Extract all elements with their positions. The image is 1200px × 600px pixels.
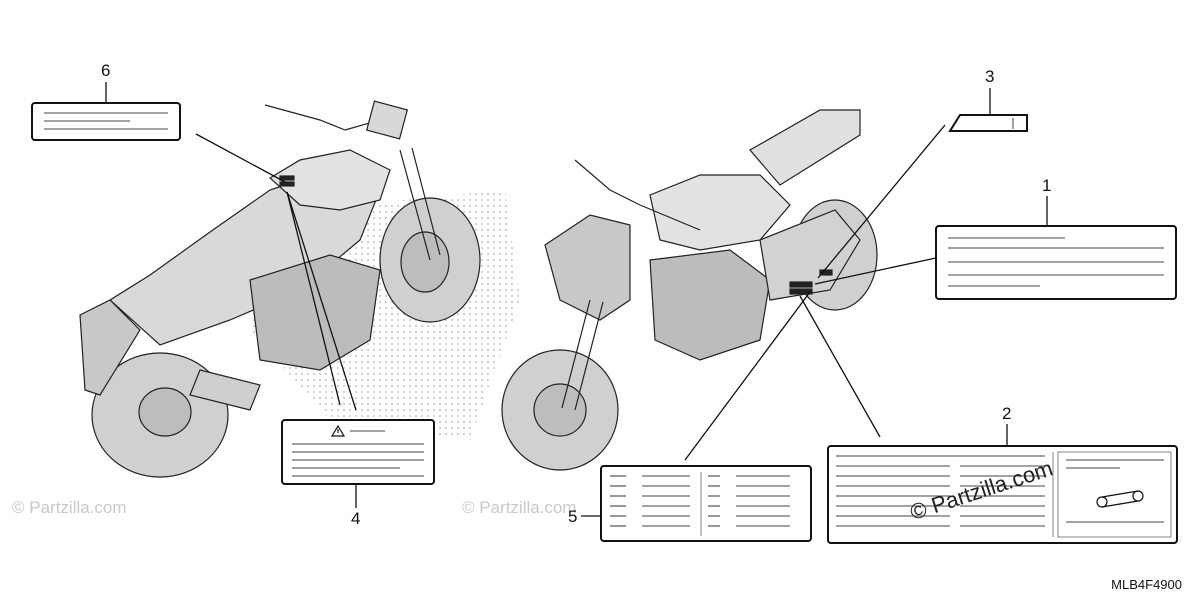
- watermark: © Partzilla.com: [462, 498, 577, 517]
- callout-4: 4: [351, 509, 361, 528]
- callout-6: 6: [101, 61, 111, 80]
- callout-2: 2: [1002, 404, 1012, 423]
- leader-lines: [105, 82, 1048, 517]
- label-2-illustration: [827, 445, 1178, 544]
- label-4-illustration: [281, 419, 435, 485]
- motorcycle-right-illustration: [501, 109, 878, 471]
- label-1-illustration: [935, 225, 1177, 300]
- chain-diagram-icon: [1096, 490, 1144, 508]
- label-5-illustration: [600, 465, 812, 542]
- callout-3: 3: [985, 67, 995, 86]
- motorcycle-left-illustration: [79, 100, 481, 478]
- label-3-illustration: [948, 114, 1028, 132]
- callout-5: 5: [568, 507, 578, 526]
- label-6-illustration: [31, 102, 181, 141]
- watermark: © Partzilla.com: [12, 498, 127, 517]
- diagram-code: MLB4F4900: [1111, 577, 1182, 592]
- callout-1: 1: [1042, 176, 1052, 195]
